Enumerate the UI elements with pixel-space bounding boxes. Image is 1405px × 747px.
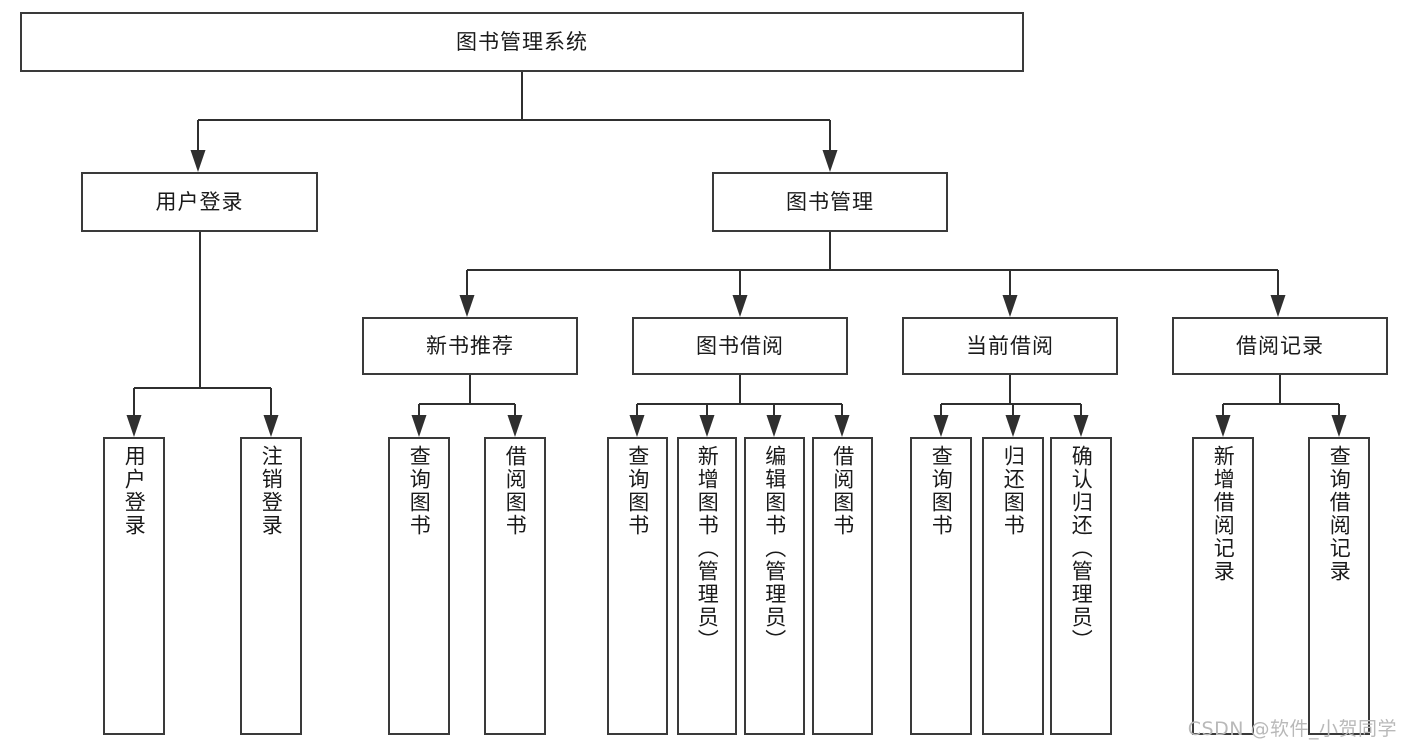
node-new-book-recommend-label: 新书推荐 bbox=[426, 333, 514, 358]
node-leaf-query-books-current[interactable]: 查询图书 bbox=[910, 437, 972, 735]
node-leaf-edit-book-admin[interactable]: 编辑图书（管理员） bbox=[744, 437, 805, 735]
node-root-label: 图书管理系统 bbox=[456, 29, 588, 54]
node-leaf-add-book-admin[interactable]: 新增图书（管理员） bbox=[677, 437, 737, 735]
node-current-borrow[interactable]: 当前借阅 bbox=[902, 317, 1118, 375]
node-leaf-return-books-label: 归还图书 bbox=[1001, 445, 1026, 537]
node-root[interactable]: 图书管理系统 bbox=[20, 12, 1024, 72]
node-leaf-query-borrow-record[interactable]: 查询借阅记录 bbox=[1308, 437, 1370, 735]
node-leaf-borrow-books-rec[interactable]: 借阅图书 bbox=[484, 437, 546, 735]
node-leaf-query-borrow-record-label: 查询借阅记录 bbox=[1327, 445, 1352, 583]
node-leaf-user-login-label: 用户登录 bbox=[122, 445, 147, 537]
node-leaf-user-login[interactable]: 用户登录 bbox=[103, 437, 165, 735]
node-book-borrow-label: 图书借阅 bbox=[696, 333, 784, 358]
node-leaf-query-books-borrow-label: 查询图书 bbox=[625, 445, 650, 537]
node-leaf-add-book-admin-label: 新增图书（管理员） bbox=[695, 445, 720, 652]
node-leaf-query-books-rec-label: 查询图书 bbox=[407, 445, 432, 537]
node-leaf-add-borrow-record-label: 新增借阅记录 bbox=[1211, 445, 1236, 583]
node-user-login-label: 用户登录 bbox=[155, 189, 244, 214]
node-leaf-logout-login-label: 注销登录 bbox=[259, 445, 284, 537]
node-leaf-borrow-books-rec-label: 借阅图书 bbox=[503, 445, 528, 537]
node-leaf-borrow-books[interactable]: 借阅图书 bbox=[812, 437, 873, 735]
node-current-borrow-label: 当前借阅 bbox=[966, 333, 1054, 358]
node-new-book-recommend[interactable]: 新书推荐 bbox=[362, 317, 578, 375]
node-book-borrow[interactable]: 图书借阅 bbox=[632, 317, 848, 375]
node-leaf-confirm-return-admin[interactable]: 确认归还（管理员） bbox=[1050, 437, 1112, 735]
node-leaf-logout-login[interactable]: 注销登录 bbox=[240, 437, 302, 735]
node-borrow-records[interactable]: 借阅记录 bbox=[1172, 317, 1388, 375]
node-borrow-records-label: 借阅记录 bbox=[1236, 333, 1324, 358]
node-book-management-label: 图书管理 bbox=[786, 189, 874, 214]
node-leaf-confirm-return-admin-label: 确认归还（管理员） bbox=[1069, 445, 1094, 652]
node-leaf-add-borrow-record[interactable]: 新增借阅记录 bbox=[1192, 437, 1254, 735]
node-leaf-edit-book-admin-label: 编辑图书（管理员） bbox=[762, 445, 787, 652]
node-book-management[interactable]: 图书管理 bbox=[712, 172, 948, 232]
node-leaf-query-books-borrow[interactable]: 查询图书 bbox=[607, 437, 668, 735]
node-leaf-query-books-current-label: 查询图书 bbox=[929, 445, 954, 537]
node-leaf-return-books[interactable]: 归还图书 bbox=[982, 437, 1044, 735]
watermark: CSDN @软件_小贺同学 bbox=[1187, 718, 1397, 740]
node-leaf-borrow-books-label: 借阅图书 bbox=[830, 445, 855, 537]
node-leaf-query-books-rec[interactable]: 查询图书 bbox=[388, 437, 450, 735]
node-user-login[interactable]: 用户登录 bbox=[81, 172, 318, 232]
